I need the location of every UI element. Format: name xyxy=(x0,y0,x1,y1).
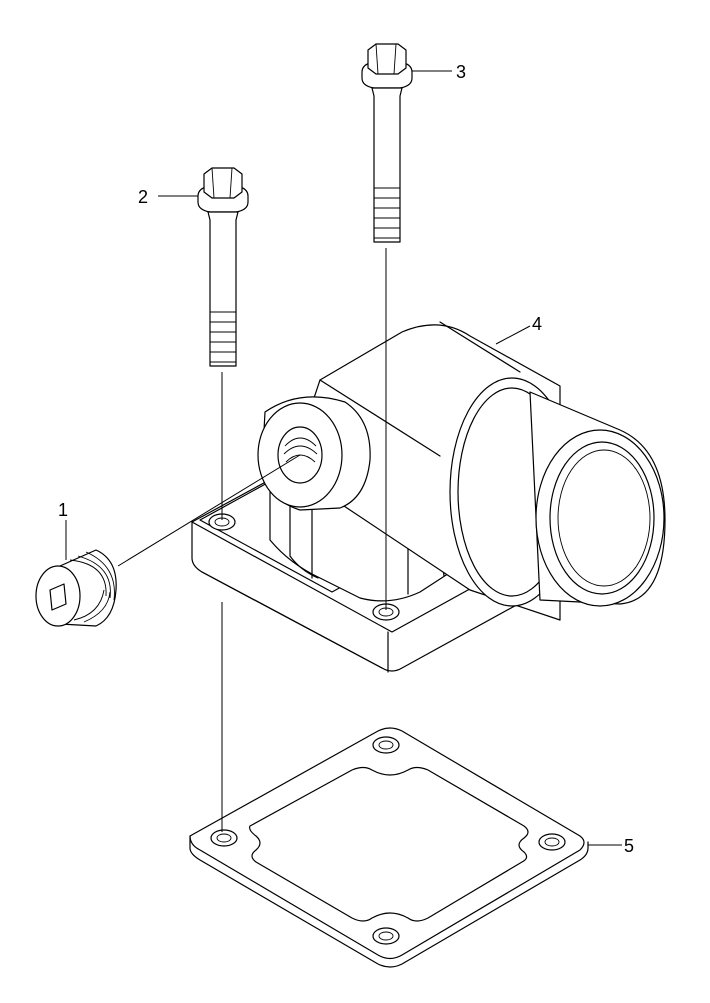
callout-5: 5 xyxy=(588,836,634,856)
callout-label-5: 5 xyxy=(624,836,634,856)
bolt-long xyxy=(361,43,413,243)
bolt-short xyxy=(197,167,249,367)
callout-2: 2 xyxy=(138,187,198,207)
callout-1: 1 xyxy=(58,500,68,560)
threaded-plug xyxy=(35,549,117,627)
callout-label-1: 1 xyxy=(58,500,68,520)
thermostat-housing xyxy=(191,321,666,673)
callout-label-4: 4 xyxy=(532,314,542,334)
callout-label-3: 3 xyxy=(456,62,466,82)
alignment-line-plug xyxy=(117,454,301,567)
callout-label-2: 2 xyxy=(138,187,148,207)
callout-4: 4 xyxy=(495,314,542,345)
gasket xyxy=(189,727,589,968)
callout-3: 3 xyxy=(412,62,466,82)
